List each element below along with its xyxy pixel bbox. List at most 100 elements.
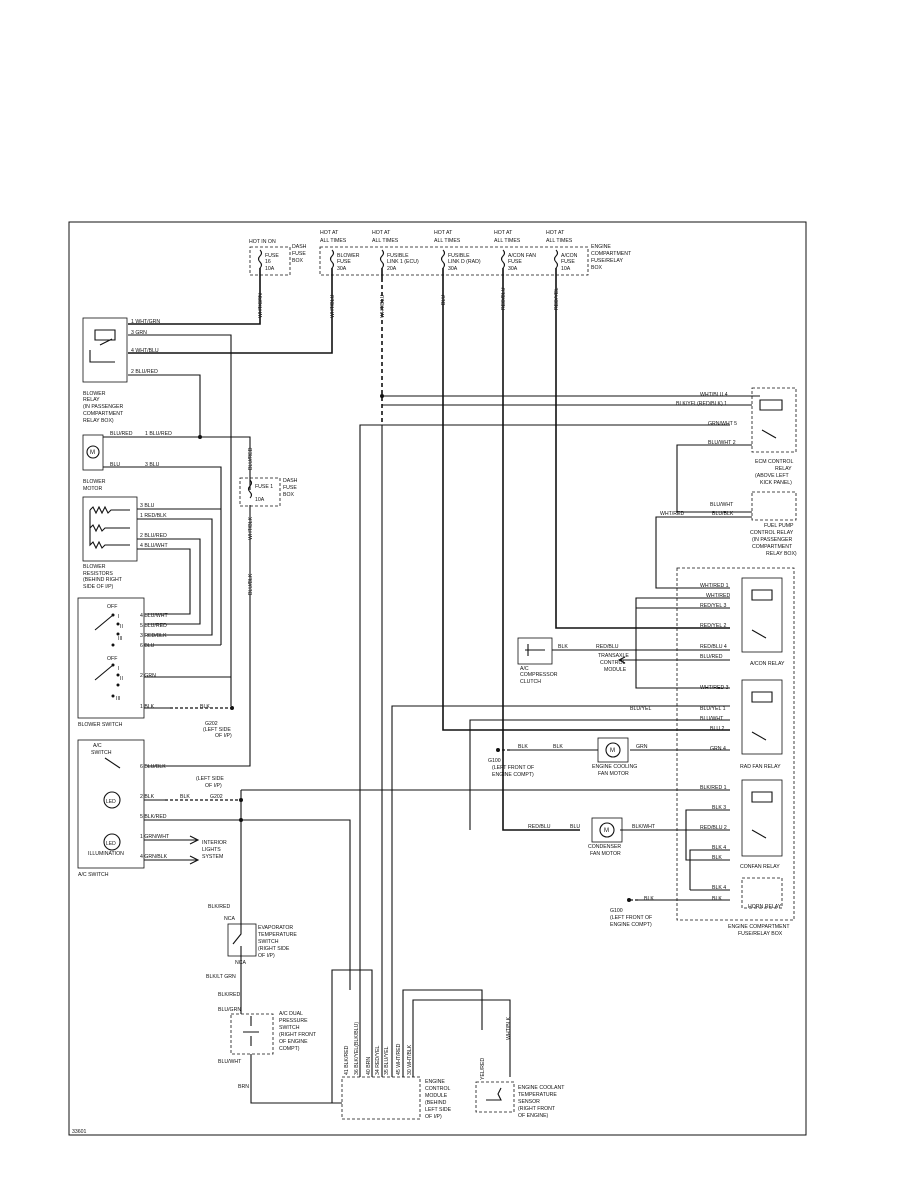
svg-text:36 BLK/YEL(BLK/BLU): 36 BLK/YEL(BLK/BLU) <box>354 1022 360 1075</box>
svg-text:BLU/WHT: BLU/WHT <box>218 1059 242 1065</box>
ecm-relay-wires <box>382 404 752 513</box>
svg-text:G202: G202 <box>210 794 223 800</box>
fl1-amp: 20A <box>387 266 397 272</box>
blower-motor-wires <box>103 435 251 645</box>
svg-text:RELAY: RELAY <box>83 397 100 403</box>
svg-text:BLK: BLK <box>180 794 190 800</box>
svg-text:BLK 3: BLK 3 <box>712 805 726 811</box>
rad-fan-relay-box <box>741 679 783 755</box>
blower-fuse-label2: FUSE <box>337 259 351 265</box>
svg-text:RED/YEL: RED/YEL <box>554 288 560 310</box>
svg-text:SWITCH: SWITCH <box>91 750 112 756</box>
svg-text:OF I/P): OF I/P) <box>258 953 275 959</box>
ecm-box <box>341 1076 421 1120</box>
svg-text:(BEHIND: (BEHIND <box>425 1100 447 1106</box>
svg-text:ENGINE: ENGINE <box>425 1079 445 1085</box>
svg-text:BLU/BLK: BLU/BLK <box>712 511 734 517</box>
svg-text:M: M <box>604 828 609 834</box>
acfan-fuse-amp: 30A <box>508 266 518 272</box>
svg-text:KICK PANEL): KICK PANEL) <box>760 480 792 486</box>
wire-p1: 1 WHT/GRN <box>131 319 160 325</box>
fuel-pump-relay-box <box>751 491 797 521</box>
svg-text:OF I/P): OF I/P) <box>215 733 232 739</box>
svg-text:GRN 4: GRN 4 <box>710 746 726 752</box>
svg-text:RELAY: RELAY <box>775 466 792 472</box>
blower-switch-wires <box>144 644 234 710</box>
engine-box-top-label4: BOX <box>591 265 602 271</box>
acfan-fuse-label: A/CON FAN <box>508 253 536 259</box>
svg-text:BLU 2: BLU 2 <box>710 726 725 732</box>
rad-relay-wires <box>469 719 730 830</box>
svg-text:35 BLU/YEL: 35 BLU/YEL <box>384 1046 390 1075</box>
svg-text:(LEFT FRONT OF: (LEFT FRONT OF <box>492 765 534 771</box>
ecm-wires <box>331 394 760 1103</box>
svg-text:BLK: BLK <box>712 855 722 861</box>
acfan-fuse-label2: FUSE <box>508 259 522 265</box>
hot-always-5: HOT AT <box>546 230 565 236</box>
svg-text:WHT/BLK: WHT/BLK <box>506 1016 512 1040</box>
fuse16-label: FUSE <box>265 253 279 259</box>
svg-text:BLU/BLK: BLU/BLK <box>248 573 254 595</box>
svg-text:BLU/WHT: BLU/WHT <box>710 502 734 508</box>
svg-text:LIGHTS: LIGHTS <box>202 847 221 853</box>
svg-text:COMPARTMENT: COMPARTMENT <box>752 544 793 550</box>
svg-text:(RIGHT FRONT: (RIGHT FRONT <box>518 1106 556 1112</box>
svg-text:BLU/GRN: BLU/GRN <box>218 1007 241 1013</box>
blower-resistors-label: BLOWER <box>83 564 106 570</box>
blower-switch-label: BLOWER SWITCH <box>78 722 123 728</box>
svg-text:RED/BLU: RED/BLU <box>501 287 507 310</box>
svg-text:34 RED/YEL: 34 RED/YEL <box>375 1045 381 1075</box>
svg-text:HORN RELAY: HORN RELAY <box>748 904 782 910</box>
svg-text:BLU/YEL: BLU/YEL <box>630 706 651 712</box>
acon-relay-box <box>741 577 783 653</box>
svg-text:II: II <box>120 676 123 682</box>
svg-text:BLU: BLU <box>570 824 580 830</box>
wire-p2: 2 BLU/RED <box>131 369 158 375</box>
svg-text:CONTROL RELAY: CONTROL RELAY <box>750 530 794 536</box>
svg-text:3 BLU: 3 BLU <box>140 503 155 509</box>
svg-text:III: III <box>118 636 122 642</box>
svg-text:(LEFT FRONT OF: (LEFT FRONT OF <box>610 915 652 921</box>
svg-text:1 BLK: 1 BLK <box>140 704 155 710</box>
svg-text:FAN MOTOR: FAN MOTOR <box>590 851 621 857</box>
svg-text:BLK/RED: BLK/RED <box>218 992 240 998</box>
figure-code: 33601 <box>72 1129 87 1135</box>
svg-text:BLU/WHT 2: BLU/WHT 2 <box>708 440 736 446</box>
svg-text:2 BLK: 2 BLK <box>140 794 155 800</box>
svg-text:III: III <box>116 696 120 702</box>
dash-fuse-label: DASH <box>292 244 307 250</box>
blower-fuse-label: BLOWER <box>337 253 360 259</box>
svg-text:MODULE: MODULE <box>604 667 627 673</box>
svg-text:41 BLK/RED: 41 BLK/RED <box>344 1045 350 1075</box>
fld-amp: 30A <box>448 266 458 272</box>
svg-text:ENGINE COMPT): ENGINE COMPT) <box>492 772 534 778</box>
svg-text:BLU/WHT: BLU/WHT <box>700 716 724 722</box>
engine-fuse-box-top <box>319 246 589 276</box>
svg-text:OF I/P): OF I/P) <box>205 783 222 789</box>
svg-text:BLU/RED: BLU/RED <box>700 654 723 660</box>
svg-text:SIDE OF I/P): SIDE OF I/P) <box>83 584 114 590</box>
svg-text:RELAY BOX): RELAY BOX) <box>83 418 114 424</box>
svg-text:A/C: A/C <box>520 666 529 672</box>
svg-text:YEL/RED: YEL/RED <box>480 1058 486 1080</box>
fuse16-amp: 10A <box>265 266 275 272</box>
svg-text:COMPT): COMPT) <box>279 1046 300 1052</box>
hot-always-2: HOT AT <box>372 230 391 236</box>
svg-text:BLU/YEL 1: BLU/YEL 1 <box>700 706 726 712</box>
top-feeder-labels: WHT/GRN WHT/BLU WHT/BLU BLU RED/BLU RED/… <box>258 287 560 318</box>
svg-text:MODULE: MODULE <box>425 1093 448 1099</box>
ecm-pin-labels: 41 BLK/RED 36 BLK/YEL(BLK/BLU) 40 BRN 34… <box>344 1022 413 1075</box>
svg-text:(BEHIND RIGHT: (BEHIND RIGHT <box>83 577 123 583</box>
svg-text:SENSOR: SENSOR <box>518 1099 540 1105</box>
svg-text:2 GRN: 2 GRN <box>140 673 156 679</box>
svg-text:CLUTCH: CLUTCH <box>520 679 541 685</box>
blower-relay-box <box>82 317 128 383</box>
svg-text:BLK: BLK <box>518 744 528 750</box>
svg-text:TRANSAXLE: TRANSAXLE <box>598 653 629 659</box>
svg-text:BLK 4: BLK 4 <box>712 885 726 891</box>
svg-text:3 BLU: 3 BLU <box>145 462 160 468</box>
hot-always-4b: ALL TIMES <box>494 238 521 244</box>
coolant-sensor-box <box>475 1081 515 1113</box>
svg-text:10A: 10A <box>255 497 265 503</box>
hot-ign-label: HOT IN ON <box>249 239 276 245</box>
